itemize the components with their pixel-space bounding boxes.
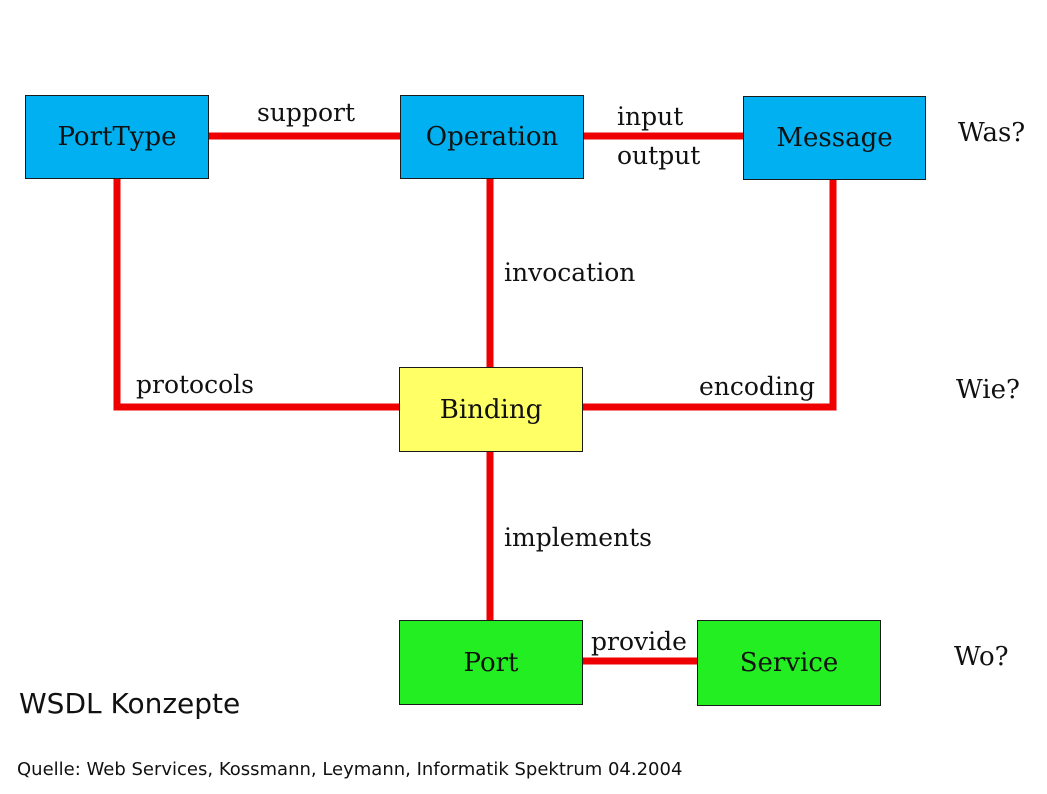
edge-protocols bbox=[113, 174, 403, 411]
edge-label-protocols: protocols bbox=[136, 370, 254, 399]
source-citation: Quelle: Web Services, Kossmann, Leymann,… bbox=[17, 759, 683, 780]
edge-label-output: output bbox=[617, 141, 701, 170]
edge-encoding bbox=[578, 175, 837, 411]
slide-title: WSDL Konzepte bbox=[19, 687, 241, 720]
level-label-wie: Wie? bbox=[956, 375, 1020, 405]
edge-label-invocation: invocation bbox=[504, 258, 636, 287]
operation-node: Operation bbox=[400, 95, 584, 179]
port-node: Port bbox=[399, 620, 583, 705]
edge-label-implements: implements bbox=[504, 523, 652, 552]
edge-label-support: support bbox=[257, 98, 355, 127]
edge-label-encoding: encoding bbox=[699, 372, 816, 401]
message-node: Message bbox=[743, 96, 926, 180]
edge-label-provide: provide bbox=[591, 627, 687, 656]
level-label-was: Was? bbox=[958, 118, 1026, 148]
service-node: Service bbox=[697, 620, 881, 706]
binding-node: Binding bbox=[399, 367, 583, 452]
porttype-node: PortType bbox=[25, 95, 209, 179]
edge-label-input: input bbox=[617, 102, 684, 131]
level-label-wo: Wo? bbox=[954, 642, 1009, 672]
